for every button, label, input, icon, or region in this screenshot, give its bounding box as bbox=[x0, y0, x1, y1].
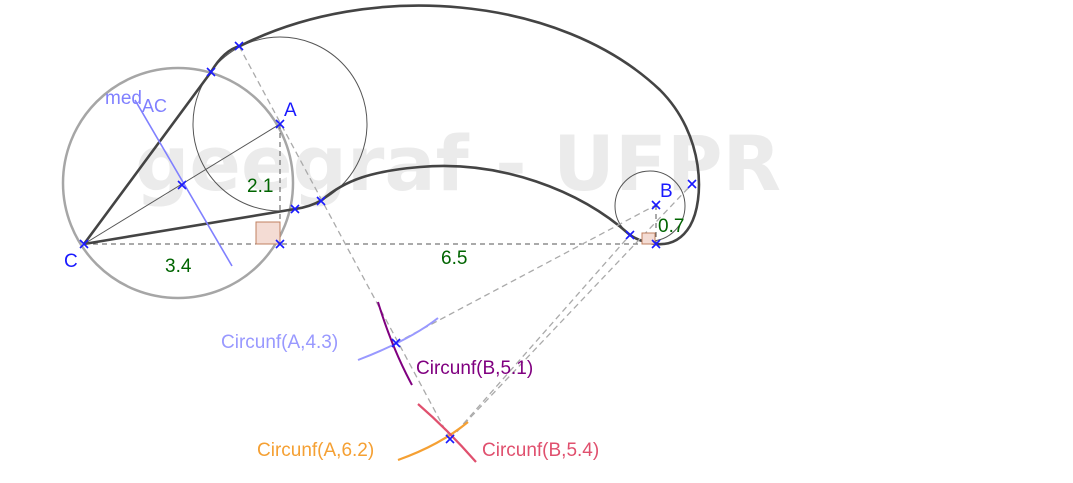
label-point-c: C bbox=[64, 251, 78, 272]
circle-c-large bbox=[61, 66, 295, 300]
dimension-height-b: 0.7 bbox=[658, 216, 684, 237]
right-angle-a bbox=[255, 221, 281, 245]
arc-circunf-a-large bbox=[397, 421, 469, 462]
marker-point-a bbox=[275, 119, 285, 129]
marker-midpoint-ac bbox=[177, 180, 187, 190]
marker-point-c bbox=[79, 239, 89, 249]
line-tangent-b-inner bbox=[449, 234, 631, 440]
label-circunf-b-small: Circunf(B,5.1) bbox=[416, 358, 533, 379]
arc-circunf-a-small bbox=[357, 317, 439, 361]
marker-tangent-6 bbox=[687, 179, 697, 189]
marker-intersection-large bbox=[445, 434, 455, 444]
marker-foot-b bbox=[651, 239, 661, 249]
marker-tangent-5 bbox=[625, 230, 635, 240]
dimension-base-c: 3.4 bbox=[165, 256, 192, 277]
line-tangent-b-small bbox=[395, 204, 657, 344]
label-circunf-a-large: Circunf(A,6.2) bbox=[257, 440, 374, 461]
dimension-height-a: 2.1 bbox=[247, 176, 273, 197]
line-tangent-b-large bbox=[449, 183, 693, 440]
label-point-a: A bbox=[284, 100, 297, 121]
marker-foot-a bbox=[275, 239, 285, 249]
label-mediatrix-main: med bbox=[105, 88, 142, 109]
profile-outline bbox=[82, 4, 701, 246]
label-mediatrix: medAC bbox=[105, 88, 167, 116]
watermark-text: geegraf - UFPR bbox=[135, 119, 781, 208]
marker-point-b bbox=[651, 200, 661, 210]
marker-tangent-4 bbox=[316, 196, 326, 206]
marker-intersection-small bbox=[391, 338, 401, 348]
label-point-b: B bbox=[660, 181, 673, 202]
label-circunf-b-large: Circunf(B,5.4) bbox=[482, 440, 599, 461]
label-mediatrix-sub: AC bbox=[142, 96, 167, 116]
point-markers bbox=[79, 41, 697, 444]
marker-tangent-3 bbox=[290, 204, 300, 214]
dimension-base-b: 6.5 bbox=[441, 248, 467, 269]
marker-tangent-1 bbox=[206, 67, 216, 77]
marker-tangent-2 bbox=[234, 41, 244, 51]
arc-circunf-b-large bbox=[417, 403, 477, 463]
line-tangent-a-large bbox=[238, 45, 451, 440]
label-circunf-a-small: Circunf(A,4.3) bbox=[221, 332, 338, 353]
right-angle-b bbox=[641, 232, 656, 245]
